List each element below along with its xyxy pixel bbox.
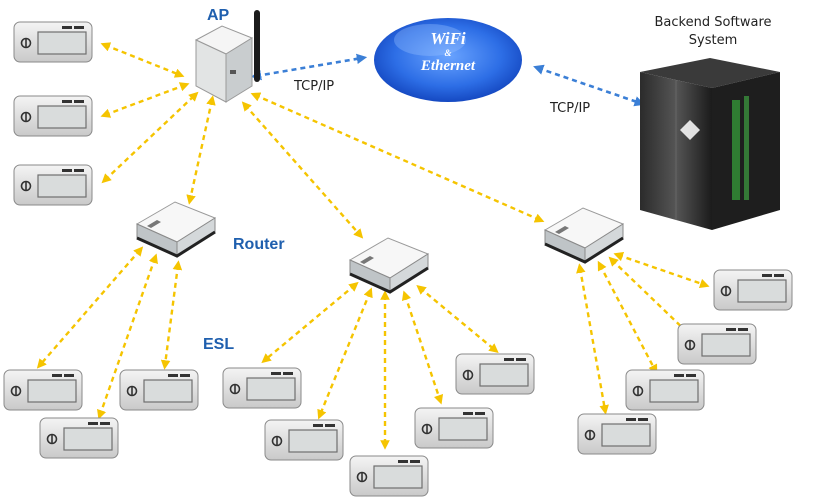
esl-tag-icon: [264, 419, 344, 461]
esl-tag-icon: [119, 369, 199, 411]
router-icon: [543, 206, 625, 264]
esl-tag-icon: [13, 21, 93, 63]
esl-tag-icon: [455, 353, 535, 395]
server-rack-icon: [640, 58, 780, 230]
esl-tag-icon: [414, 407, 494, 449]
ap-label: AP: [207, 7, 230, 24]
esl-label: ESL: [203, 336, 235, 353]
cloud-line1: WiFi: [430, 29, 466, 48]
tcpip-right-label: TCP/IP: [550, 101, 591, 116]
cloud-amp: &: [444, 48, 452, 58]
esl-tag-icon: [349, 455, 429, 497]
router-icon: [348, 236, 430, 294]
wireless-links: [36, 42, 710, 450]
esl-tag-icon: [13, 95, 93, 137]
esl-tag-icon: [713, 269, 793, 311]
router-label: Router: [233, 236, 285, 253]
esl-tag-icon: [577, 413, 657, 455]
esl-tag-icon: [3, 369, 83, 411]
backend-label: Backend Software System: [648, 14, 778, 50]
esl-tag-icon: [625, 369, 705, 411]
backend-label-line2: System: [688, 33, 738, 48]
cloud-text: WiFi & Ethernet: [374, 29, 522, 75]
esl-tag-icon: [13, 164, 93, 206]
cloud-line2: Ethernet: [420, 58, 476, 74]
esl-tag-icon: [677, 323, 757, 365]
tcpip-left-label: TCP/IP: [294, 79, 335, 94]
backend-label-line1: Backend Software: [654, 15, 772, 30]
esl-tag-icon: [39, 417, 119, 459]
router-icon: [135, 200, 217, 258]
access-point-icon: [194, 10, 260, 103]
cloud-icon: [374, 18, 522, 102]
esl-tag-icon: [222, 367, 302, 409]
